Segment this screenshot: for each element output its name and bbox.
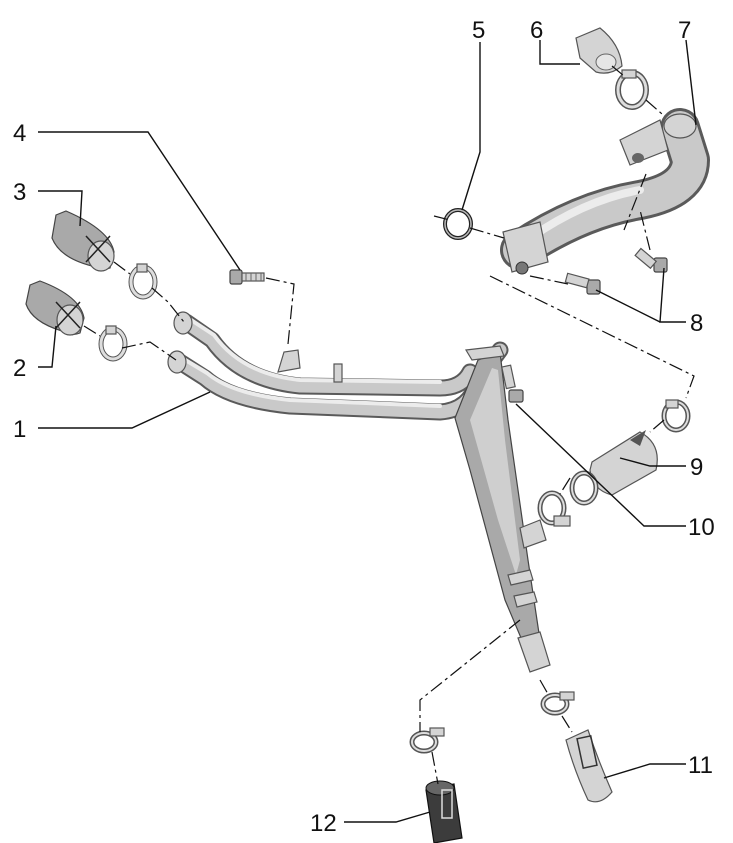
clamp-hose-9-upper xyxy=(661,399,691,433)
part-3-cap xyxy=(51,210,115,272)
pipe-flange xyxy=(502,221,549,273)
callout-7: 7 xyxy=(678,17,691,44)
callout-labels: 1 2 3 4 5 6 7 8 9 10 11 12 xyxy=(13,17,715,837)
callout-10: 10 xyxy=(688,514,715,541)
clamp-hose-9-lower xyxy=(569,470,599,506)
side-outlet-stub xyxy=(519,519,547,549)
pipe-end-lower xyxy=(167,350,187,374)
callout-3: 3 xyxy=(13,179,26,206)
clamp-lower-left xyxy=(98,325,128,362)
callout-1: 1 xyxy=(13,416,26,443)
part-8-bolt-upper xyxy=(634,247,668,273)
callout-2: 2 xyxy=(13,355,26,382)
pipe-bracket xyxy=(277,349,301,373)
assembly-lines xyxy=(83,65,695,785)
clamp-hose-11 xyxy=(540,691,575,716)
callout-6: 6 xyxy=(530,17,543,44)
part-8-bolt-lower xyxy=(564,272,601,295)
part-4-bolt xyxy=(229,269,265,285)
body-mount-tab xyxy=(465,345,505,361)
leader-lines xyxy=(38,39,697,823)
part-5-o-ring xyxy=(443,208,473,240)
part-9-hose xyxy=(589,430,658,496)
pipe-end-upper xyxy=(173,311,193,335)
callout-12: 12 xyxy=(310,810,337,837)
callout-11: 11 xyxy=(688,752,713,779)
part-11-hose xyxy=(565,729,613,803)
callout-4: 4 xyxy=(13,120,26,147)
part-1-twin-pipe-assembly xyxy=(167,311,551,673)
clamp-upper-left xyxy=(128,263,158,300)
part-2-cap xyxy=(25,280,85,336)
clamp-hose-12 xyxy=(409,727,445,754)
pipe-stub xyxy=(333,363,343,383)
clamp-upper-right xyxy=(615,69,649,110)
part-6-hose-end xyxy=(575,27,623,74)
lower-outlet xyxy=(517,631,551,673)
part-7-bent-pipe xyxy=(500,108,710,275)
callout-8: 8 xyxy=(690,310,703,337)
clamp-body-mid xyxy=(537,490,571,527)
part-12-hose xyxy=(425,780,463,843)
callout-5: 5 xyxy=(472,17,485,44)
part-10-bolt xyxy=(501,364,524,403)
callout-9: 9 xyxy=(690,454,703,481)
